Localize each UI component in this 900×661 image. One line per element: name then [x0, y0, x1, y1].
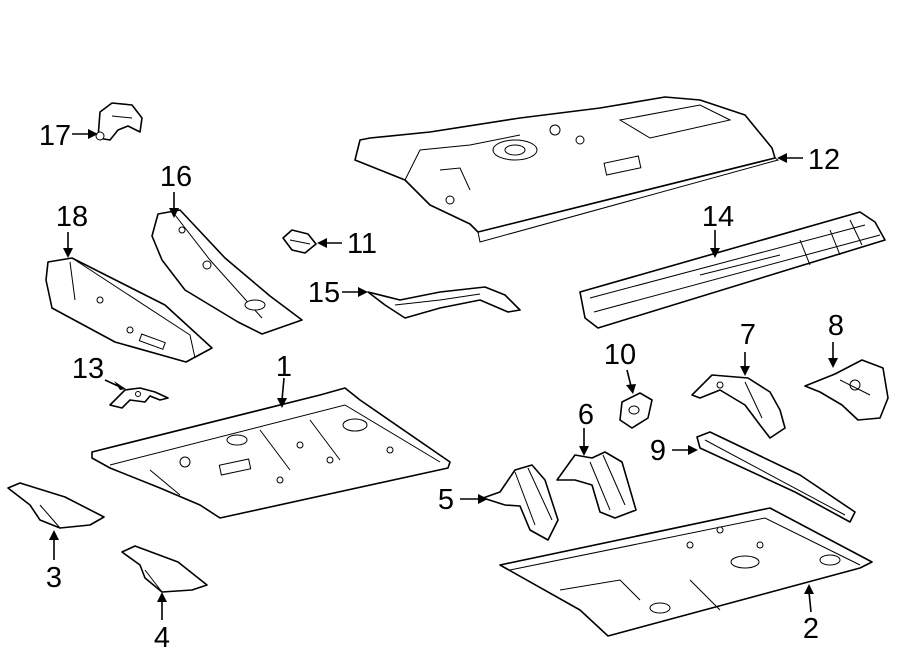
part-9-rail: [696, 431, 856, 523]
part-17-bracket: [95, 102, 143, 141]
callout-6: 6: [578, 399, 594, 431]
callout-9: 9: [650, 435, 666, 467]
callout-12: 12: [808, 144, 840, 176]
part-3-pad: [7, 482, 105, 529]
part-13-bracket: [109, 387, 169, 409]
leader-2: [808, 591, 812, 613]
callout-8: 8: [828, 310, 844, 342]
callout-10: 10: [604, 339, 636, 371]
callout-17: 17: [39, 120, 71, 152]
callout-18: 18: [56, 201, 88, 233]
part-1-front-floor-pan: [91, 387, 451, 519]
part-12-rear-floor-pan: [354, 96, 780, 243]
leader-10: [626, 369, 632, 387]
callout-1: 1: [276, 351, 292, 383]
callout-7: 7: [740, 319, 756, 351]
part-4-pad: [121, 545, 208, 593]
part-10-bracket: [619, 392, 653, 429]
part-8-bracket: [804, 359, 889, 421]
part-16-side-member: [151, 209, 303, 335]
part-15-crossmember: [367, 286, 521, 319]
part-18-rail: [45, 257, 213, 363]
part-2-floor-pan: [499, 507, 873, 637]
callout-3: 3: [46, 562, 62, 594]
callout-labels: 1 2 3 4 5 6 7 8 9 10 11 12 13 14 15 16 1…: [39, 120, 844, 654]
part-11-bracket: [282, 229, 317, 254]
leader-13: [104, 379, 119, 387]
callout-11: 11: [347, 228, 377, 260]
callout-2: 2: [803, 613, 819, 645]
leader-lines: [49, 129, 838, 620]
callout-15: 15: [308, 277, 340, 309]
callout-5: 5: [438, 484, 454, 516]
part-7-bracket: [691, 374, 786, 439]
callout-16: 16: [160, 161, 192, 193]
callout-4: 4: [154, 622, 170, 654]
part-14-floor-side-rail: [579, 211, 886, 329]
part-5-bracket: [482, 464, 559, 541]
callout-13: 13: [72, 353, 104, 385]
leader-1: [281, 377, 285, 401]
part-6-bracket: [556, 451, 637, 519]
callout-14: 14: [702, 201, 734, 233]
